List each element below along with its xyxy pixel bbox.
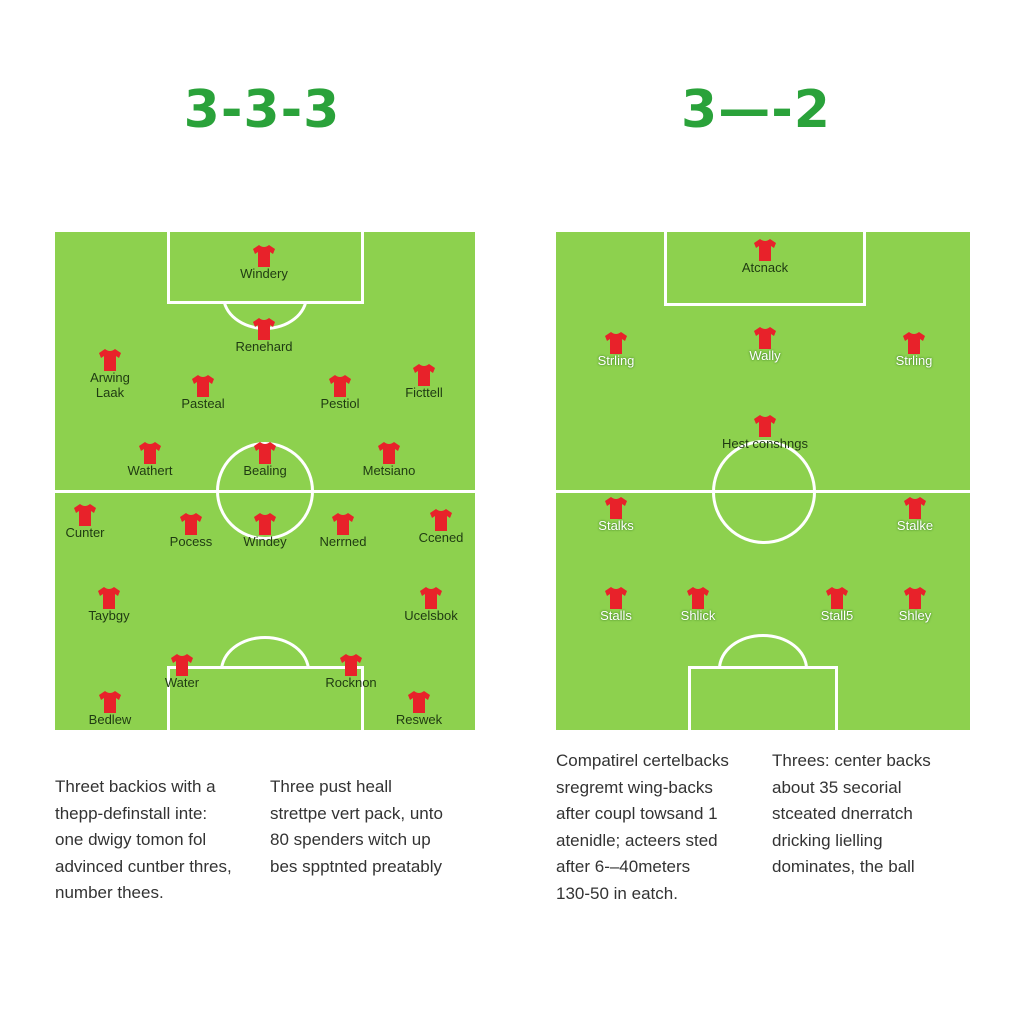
player-label: Strling bbox=[895, 353, 933, 368]
jersey-icon bbox=[420, 587, 442, 609]
jersey-icon bbox=[253, 245, 275, 267]
player-label: Stalls bbox=[600, 608, 632, 623]
player-label: Shlick bbox=[680, 608, 716, 623]
player-label: Ccened bbox=[418, 530, 464, 545]
left-description-1: Threet backios with a thepp-definstall i… bbox=[55, 777, 232, 902]
right-description-2: Threes: center backs about 35 secorial s… bbox=[772, 751, 931, 876]
jersey-icon bbox=[171, 654, 193, 676]
top-penalty-box bbox=[664, 232, 866, 306]
player-label: Atcnack bbox=[741, 260, 789, 275]
player-label: Windery bbox=[240, 266, 288, 281]
player-label: Pocess bbox=[169, 534, 213, 549]
jersey-icon bbox=[332, 513, 354, 535]
bottom-penalty-box bbox=[688, 666, 838, 730]
jersey-icon bbox=[605, 587, 627, 609]
left-description-2: Three pust heall strettpe vert pack, unt… bbox=[270, 777, 443, 876]
jersey-icon bbox=[254, 513, 276, 535]
jersey-icon bbox=[754, 239, 776, 261]
left-formation-title: 3-3-3 bbox=[183, 80, 341, 140]
player-label: Water bbox=[164, 675, 200, 690]
jersey-icon bbox=[430, 509, 452, 531]
player-label: Renehard bbox=[235, 339, 293, 354]
jersey-icon bbox=[99, 349, 121, 371]
player-label: Taybgy bbox=[88, 608, 130, 623]
player-label: Pasteal bbox=[181, 396, 225, 411]
player-label: Metsiano bbox=[362, 463, 416, 478]
bottom-penalty-box bbox=[167, 666, 364, 730]
player-label: Hest conshngs bbox=[722, 436, 808, 451]
jersey-icon bbox=[329, 375, 351, 397]
jersey-icon bbox=[826, 587, 848, 609]
jersey-icon bbox=[139, 442, 161, 464]
player-label: Ucelsbok bbox=[404, 608, 458, 623]
player-label: Pestiol bbox=[320, 396, 360, 411]
jersey-icon bbox=[192, 375, 214, 397]
player-label: Rocknon bbox=[325, 675, 377, 690]
jersey-icon bbox=[408, 691, 430, 713]
player-label: Arwing Laak bbox=[90, 370, 130, 400]
right-formation-title: 3—-2 bbox=[681, 80, 831, 140]
jersey-icon bbox=[340, 654, 362, 676]
player-label: Windey bbox=[243, 534, 287, 549]
jersey-icon bbox=[754, 327, 776, 349]
jersey-icon bbox=[903, 332, 925, 354]
center-circle bbox=[712, 440, 816, 544]
jersey-icon bbox=[99, 691, 121, 713]
jersey-icon bbox=[605, 332, 627, 354]
jersey-icon bbox=[904, 497, 926, 519]
jersey-icon bbox=[687, 587, 709, 609]
player-label: Nerrned bbox=[319, 534, 367, 549]
jersey-icon bbox=[253, 318, 275, 340]
player-label: Stalks bbox=[598, 518, 634, 533]
jersey-icon bbox=[754, 415, 776, 437]
player-label: Bealing bbox=[243, 463, 287, 478]
jersey-icon bbox=[605, 497, 627, 519]
jersey-icon bbox=[904, 587, 926, 609]
top-penalty-box bbox=[167, 232, 364, 304]
jersey-icon bbox=[98, 587, 120, 609]
player-label: Wally bbox=[749, 348, 781, 363]
right-description-1: Compatirel certelbacks sregremt wing-bac… bbox=[556, 751, 729, 903]
center-circle bbox=[216, 442, 314, 540]
right-pitch: Atcnack Strling Wally Strling Hest consh… bbox=[556, 232, 970, 730]
player-label: Ficttell bbox=[405, 385, 443, 400]
player-label: Stalke bbox=[896, 518, 934, 533]
jersey-icon bbox=[74, 504, 96, 526]
player-label: Wathert bbox=[127, 463, 173, 478]
jersey-icon bbox=[254, 442, 276, 464]
player-label: Shley bbox=[898, 608, 932, 623]
jersey-icon bbox=[180, 513, 202, 535]
left-pitch: Windery Renehard Arwing Laak Pasteal Pes… bbox=[55, 232, 475, 730]
player-label: Bedlew bbox=[88, 712, 132, 727]
player-label: Strling bbox=[597, 353, 635, 368]
player-label: Reswek bbox=[395, 712, 443, 727]
player-label: Cunter bbox=[65, 525, 105, 540]
jersey-icon bbox=[378, 442, 400, 464]
jersey-icon bbox=[413, 364, 435, 386]
player-label: Stall5 bbox=[820, 608, 854, 623]
